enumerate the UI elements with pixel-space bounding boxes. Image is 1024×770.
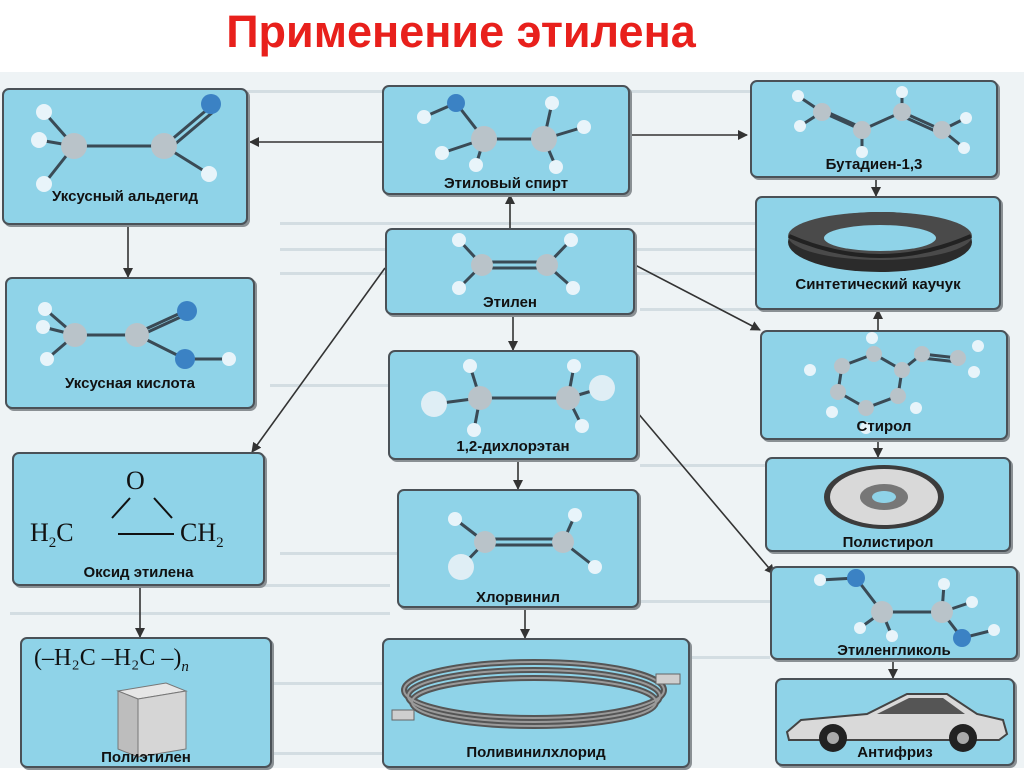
formula-ch2: CH2 xyxy=(180,518,224,552)
arrow-ethylene-to-rubber xyxy=(634,264,761,331)
box-ethylene-glycol[interactable]: Этиленгликоль xyxy=(770,566,1018,660)
ethylene-oxide-ring xyxy=(111,497,174,535)
formula-oxygen: O xyxy=(126,466,145,495)
butadiene-molecule-model xyxy=(792,86,972,158)
arrow-ethylene-to-ethylene-oxide xyxy=(251,267,386,453)
box-pvc[interactable]: Поливинилхлорид xyxy=(382,638,690,768)
acetaldehyde-molecule-model xyxy=(31,94,221,192)
styrene-label: Стирол xyxy=(856,418,912,435)
styrene-molecule-model xyxy=(804,332,984,434)
tire-icon xyxy=(788,212,972,272)
formula-h2c: H2C xyxy=(30,518,74,552)
dichloroethane-label: 1,2-дихлорэтан xyxy=(456,438,570,455)
box-acetaldehyde[interactable]: Уксусный альдегид xyxy=(2,88,248,225)
acetic-acid-label: Уксусная кислота xyxy=(65,375,195,392)
box-polyethylene[interactable]: (–H₂C –H₂C –)n Полиэтилен xyxy=(20,637,272,768)
pvc-label: Поливинилхлорид xyxy=(466,744,606,761)
page-title: Применение этилена xyxy=(226,6,696,57)
box-ethylene-oxide[interactable]: O H2C CH2 Оксид этилена xyxy=(12,452,265,586)
box-ethylene[interactable]: Этилен xyxy=(385,228,635,315)
ethylene-molecule-model xyxy=(452,233,580,295)
ethylene-oxide-label: Оксид этилена xyxy=(83,564,194,581)
vinyl-chloride-label: Хлорвинил xyxy=(476,589,560,606)
vinyl-chloride-molecule-model xyxy=(448,508,602,580)
container-icon xyxy=(116,682,188,758)
dichloroethane-molecule-model xyxy=(421,359,615,437)
acetaldehyde-label: Уксусный альдегид xyxy=(52,188,198,205)
acetic-acid-molecule-model xyxy=(36,301,236,369)
box-acetic-acid[interactable]: Уксусная кислота xyxy=(5,277,255,409)
box-rubber[interactable]: Синтетический каучук xyxy=(755,196,1001,310)
polyethylene-formula: (–H₂C –H₂C –)n xyxy=(34,645,189,675)
car-icon xyxy=(785,693,1009,752)
rubber-label: Синтетический каучук xyxy=(795,276,961,293)
ethylene-glycol-label: Этиленгликоль xyxy=(837,642,951,659)
ethanol-label: Этиловый спирт xyxy=(443,175,569,192)
hose-icon xyxy=(391,659,681,729)
box-butadiene[interactable]: Бутадиен-1,3 xyxy=(750,80,998,178)
box-styrene[interactable]: Стирол xyxy=(760,330,1008,440)
polyethylene-label: Полиэтилен xyxy=(101,749,191,766)
ethylene-glycol-molecule-model xyxy=(814,569,1000,647)
arrow-dichloroethane-to-ethylene-glycol xyxy=(636,411,775,575)
box-ethanol[interactable]: Этиловый спирт xyxy=(382,85,630,195)
ethanol-molecule-model xyxy=(417,94,591,174)
disc-icon xyxy=(824,465,944,529)
box-dichloroethane[interactable]: 1,2-дихлорэтан xyxy=(388,350,638,460)
polystyrene-label: Полистирол xyxy=(842,534,934,551)
ethylene-label: Этилен xyxy=(483,294,537,311)
antifreeze-label: Антифриз xyxy=(857,744,933,761)
box-polystyrene[interactable]: Полистирол xyxy=(765,457,1011,552)
box-antifreeze[interactable]: Антифриз xyxy=(775,678,1015,766)
box-vinyl-chloride[interactable]: Хлорвинил xyxy=(397,489,639,608)
butadiene-label: Бутадиен-1,3 xyxy=(825,156,923,173)
